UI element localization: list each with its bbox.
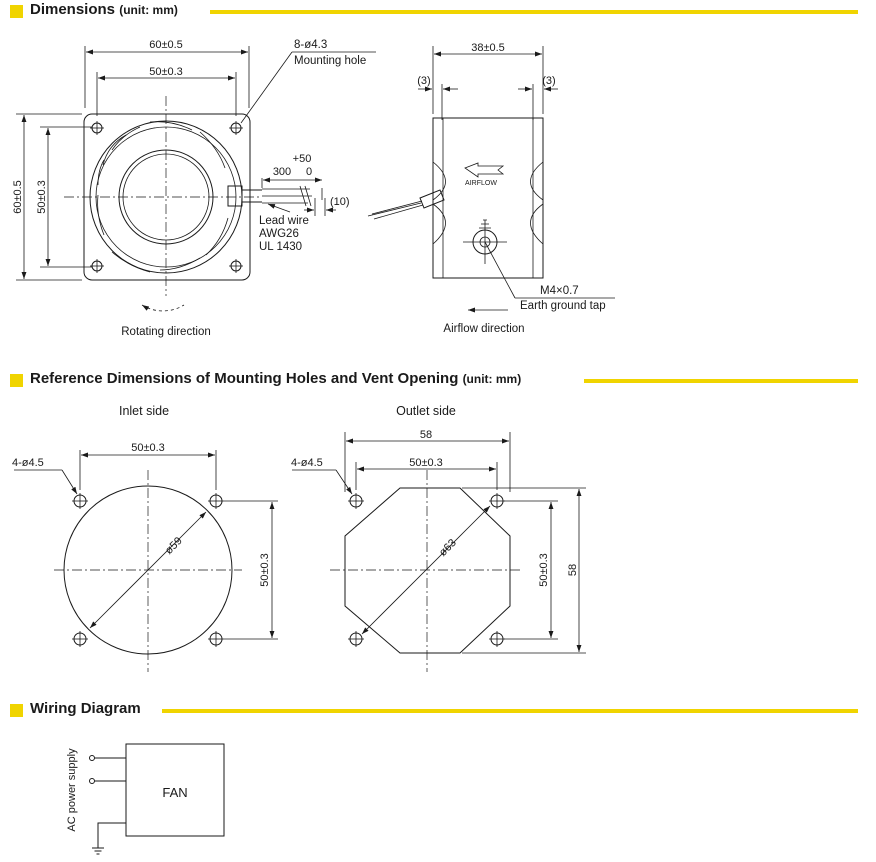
unit-text: (unit: mm)	[462, 372, 522, 386]
outlet-diameter-line	[361, 505, 491, 635]
section-title: Dimensions (unit: mm)	[30, 1, 186, 18]
outlet-pitch-v: 50±0.3	[538, 553, 550, 587]
inlet-diameter: ø59	[163, 535, 185, 557]
inlet-pitch-h: 50±0.3	[131, 442, 165, 454]
airflow-marking-arrow	[464, 162, 505, 178]
title-text: Wiring Diagram	[30, 700, 141, 717]
section-title: Reference Dimensions of Mounting Holes a…	[30, 370, 530, 387]
fan-label: FAN	[162, 785, 187, 800]
airflow-marking: AIRFLOW	[465, 180, 497, 187]
section-marker	[10, 704, 23, 717]
section-rule	[584, 379, 858, 383]
section-marker	[10, 5, 23, 18]
dim-right-gap: (3)	[542, 75, 555, 87]
dim-width-outer: 60±0.5	[149, 39, 183, 51]
inlet-caption: Inlet side	[119, 404, 169, 418]
supply-terminal-2	[89, 778, 95, 784]
lead-tol: +50	[293, 153, 312, 165]
fan-opening	[89, 120, 243, 274]
lead-ul: UL 1430	[259, 241, 302, 253]
wire-grommet	[227, 185, 243, 207]
unit-text: (unit: mm)	[119, 3, 178, 17]
outlet-caption: Outlet side	[396, 404, 456, 418]
strip-length: (10)	[330, 196, 350, 208]
dim-height-inner: 50±0.3	[36, 180, 48, 214]
section-title: Wiring Diagram	[30, 700, 149, 717]
outlet-outer-v: 58	[567, 564, 579, 576]
section-wiring: Wiring Diagram	[10, 700, 858, 722]
hole-label: 8-ø4.3	[294, 39, 327, 51]
section-dimensions: Dimensions (unit: mm)	[10, 1, 858, 23]
side-wire-grommet	[419, 189, 445, 209]
title-text: Dimensions	[30, 1, 116, 18]
section-rule	[162, 709, 858, 713]
lead-wire-label: Lead wire	[259, 215, 309, 227]
inlet-view: Inlet side 50±0.3 50±0.3 ø59 4-ø4.5	[12, 404, 278, 672]
airflow-direction: Airflow direction	[443, 323, 524, 335]
wiring-diagram: AC power supply FAN	[66, 743, 225, 855]
fan-side-body	[432, 117, 544, 279]
side-view: 38±0.5 (3) (3) AIRFLOW M4×0.7 Earth grou…	[367, 42, 615, 335]
hole-desc: Mounting hole	[294, 55, 366, 67]
supply-terminal-1	[89, 755, 95, 761]
front-view: 60±0.5 50±0.3 60±0.5 50±0.3	[12, 39, 376, 338]
dim-left-gap: (3)	[417, 75, 430, 87]
dim-width-inner: 50±0.3	[149, 66, 183, 78]
lead-tol2: 0	[306, 166, 312, 178]
outlet-view: Outlet side 58 50±0.3 ø63 50±0.3 58	[291, 404, 586, 672]
inlet-pitch-v: 50±0.3	[259, 553, 271, 587]
lead-len: 300	[273, 166, 291, 178]
outlet-holes: 4-ø4.5	[291, 457, 323, 469]
title-text: Reference Dimensions of Mounting Holes a…	[30, 370, 459, 387]
inlet-diameter-line	[89, 511, 207, 629]
outlet-opening	[344, 487, 511, 654]
outlet-pitch-h: 50±0.3	[409, 457, 443, 469]
ground-icon	[92, 847, 104, 855]
mounting-holes	[90, 121, 243, 273]
outlet-outer-h: 58	[420, 429, 432, 441]
rotation-arrow	[141, 304, 185, 312]
dim-depth: 38±0.5	[471, 42, 505, 54]
ac-power-supply: AC power supply	[66, 748, 78, 832]
tap-size: M4×0.7	[540, 285, 579, 297]
tap-desc: Earth ground tap	[520, 300, 606, 312]
section-reference: Reference Dimensions of Mounting Holes a…	[10, 370, 858, 392]
section-rule	[210, 10, 858, 14]
dim-height-outer: 60±0.5	[12, 180, 24, 214]
lead-awg: AWG26	[259, 228, 299, 240]
section-marker	[10, 374, 23, 387]
fan-box	[125, 743, 225, 837]
rotating-direction: Rotating direction	[121, 326, 211, 338]
inlet-holes: 4-ø4.5	[12, 457, 44, 469]
